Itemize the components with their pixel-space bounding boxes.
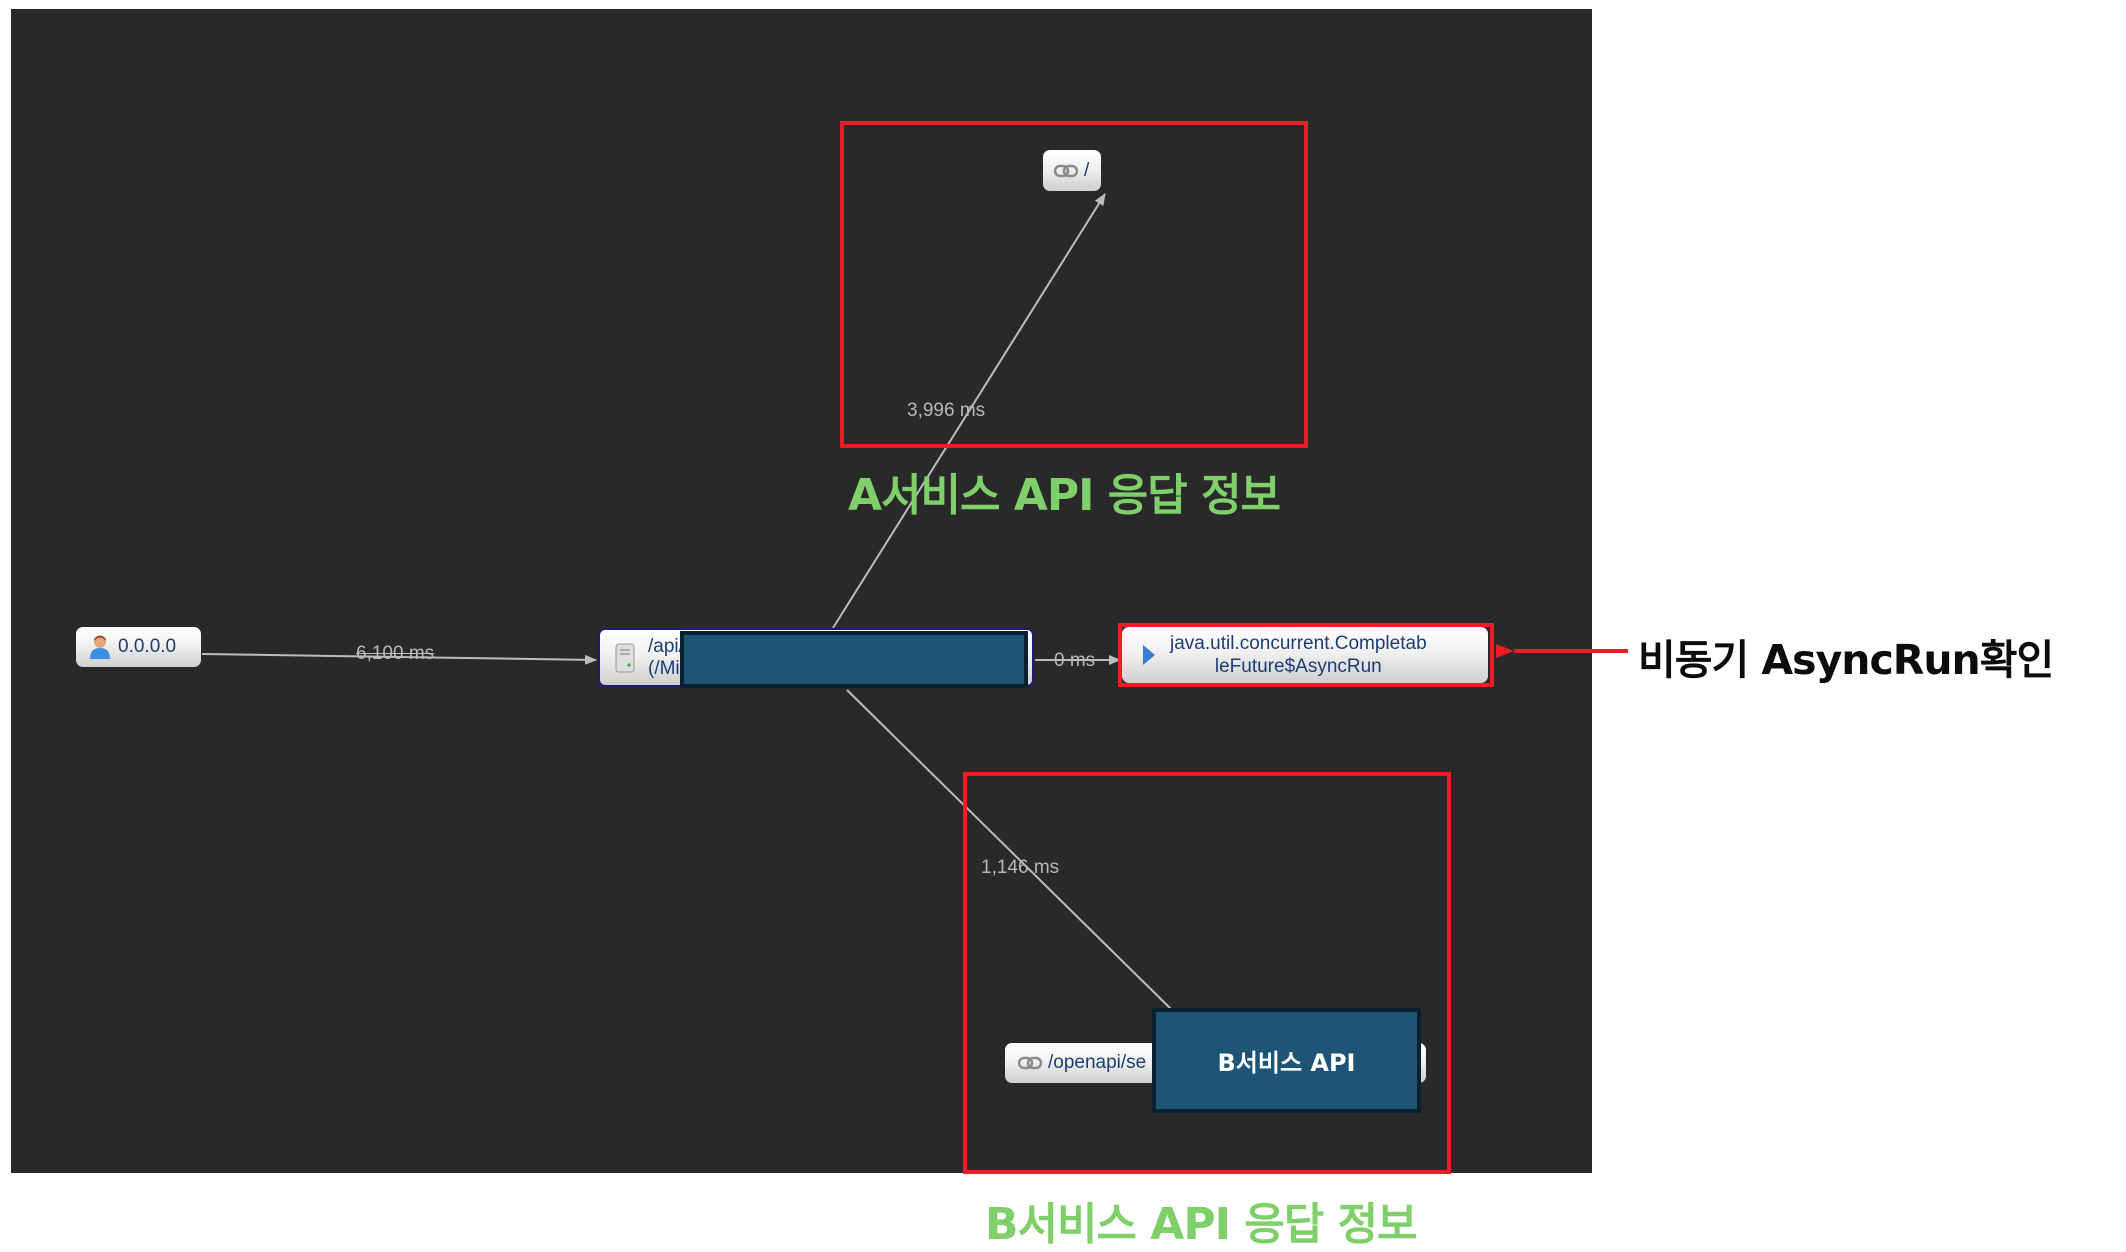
- async-run-label-2: leFuture$AsyncRun: [1214, 656, 1382, 677]
- async-run-node[interactable]: java.util.concurrent.Completab leFuture$…: [1122, 627, 1488, 683]
- a-service-highlight: [840, 121, 1308, 448]
- link-icon: [1018, 1056, 1042, 1070]
- b-service-highlight: [963, 772, 1451, 1174]
- play-arrow-icon: [1142, 644, 1156, 666]
- a-service-node[interactable]: /: [1043, 150, 1101, 191]
- edge-label-main-async: 0 ms: [1054, 650, 1096, 671]
- async-callout-text: 비동기 AsyncRun확인: [1638, 636, 2054, 684]
- user-icon: [88, 634, 112, 660]
- edge-label-main-a: 3,996 ms: [907, 400, 986, 421]
- edge-label-main-b: 1,146 ms: [981, 857, 1060, 878]
- client-node-label: 0.0.0.0: [118, 636, 177, 657]
- a-service-node-label: /: [1084, 159, 1090, 181]
- b-service-redaction: B서비스 API: [1152, 1008, 1421, 1113]
- async-run-highlight: [1118, 623, 1494, 687]
- client-node[interactable]: 0.0.0.0: [76, 627, 201, 667]
- async-run-label-1: java.util.concurrent.Completab: [1170, 633, 1427, 654]
- main-api-path: /api/: [648, 635, 684, 657]
- main-api-redaction: [680, 631, 1028, 688]
- link-icon: [1054, 164, 1078, 178]
- b-service-node-label: /openapi/se: [1048, 1052, 1147, 1073]
- b-service-caption: B서비스 API 응답 정보: [985, 1199, 1418, 1250]
- main-api-method: (/Mi: [648, 657, 680, 679]
- call-graph-canvas: [11, 9, 1592, 1173]
- edge-label-client-main: 6,100 ms: [356, 643, 435, 664]
- server-icon: [614, 643, 636, 673]
- a-service-caption: A서비스 API 응답 정보: [848, 470, 1281, 521]
